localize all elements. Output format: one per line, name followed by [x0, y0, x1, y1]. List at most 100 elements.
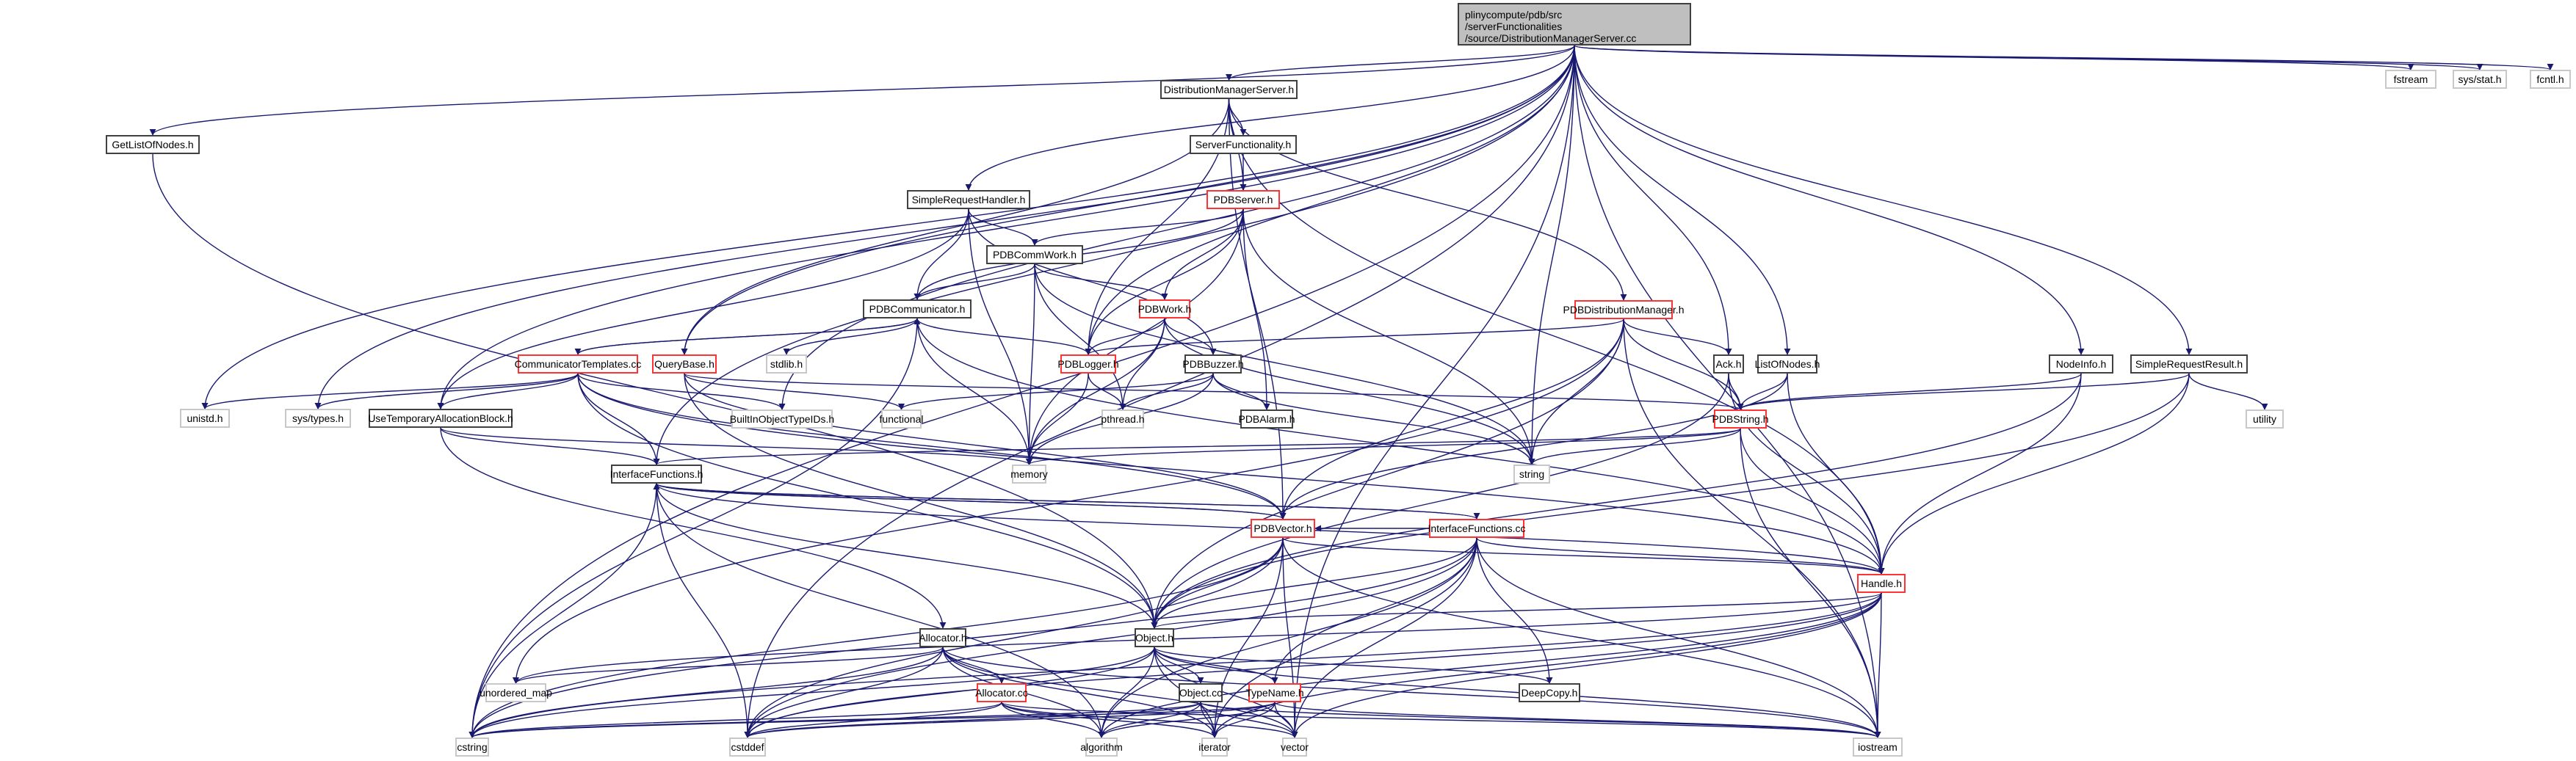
- edge-pdbcommwork-h-to-string: [1034, 263, 1535, 465]
- graph-node-pdblogger-h[interactable]: PDBLogger.h: [1057, 354, 1119, 374]
- graph-node-usetemporaryallocationblock-h[interactable]: UseTemporaryAllocationBlock.h: [368, 409, 513, 428]
- graph-node-unordered-map: unordered_map: [480, 683, 552, 702]
- edge-root-to-distributionmanagerserver-h: [1226, 45, 1575, 81]
- edge-allocator-cc-to-iterator: [1001, 702, 1218, 738]
- edge-interfacefunctions-h-to-algorithm: [656, 483, 1105, 738]
- graph-node-serverfunctionality-h[interactable]: ServerFunctionality.h: [1190, 135, 1297, 154]
- graph-node-pdbcommwork-h[interactable]: PDBCommWork.h: [986, 245, 1083, 264]
- graph-node-pdbcommunicator-h[interactable]: PDBCommunicator.h: [863, 299, 972, 318]
- edge-interfacefunctions-cc-to-iterator: [1211, 537, 1477, 738]
- edge-usetemporaryallocationblock-h-to-memory: [440, 427, 1032, 465]
- graph-node-deepcopy-h[interactable]: DeepCopy.h: [1519, 683, 1580, 702]
- edge-pdbbuzzer-h-to-string: [1212, 373, 1535, 465]
- graph-node-object-h[interactable]: Object.h: [1135, 628, 1174, 647]
- edge-pdbserver-h-to-memory: [1026, 208, 1244, 465]
- graph-node-string: string: [1513, 465, 1550, 484]
- edge-communicatortemplates-cc-to-usetemporaryallocationblock-h: [437, 373, 579, 409]
- edge-querybase-h-to-pdbstring-h: [684, 373, 1744, 410]
- edge-allocator-cc-to-iostream: [1001, 702, 1881, 738]
- edge-querybase-h-to-functional: [684, 373, 905, 410]
- edge-typename-h-to-algorithm: [1098, 702, 1276, 738]
- graph-node-allocator-cc[interactable]: Allocator.cc: [975, 683, 1028, 702]
- graph-node-pdbdistributionmanager-h[interactable]: PDBDistributionManager.h: [1563, 300, 1685, 319]
- edge-root-to-string: [1528, 45, 1575, 465]
- graph-node-pdbserver-h[interactable]: PDBServer.h: [1206, 190, 1280, 209]
- edge-root-to-simplerequestresult-h: [1574, 45, 2193, 355]
- edge-communicatortemplates-cc-to-builtinobjecttypeids-h: [577, 373, 786, 410]
- graph-node-querybase-h[interactable]: QueryBase.h: [652, 354, 717, 374]
- edge-pdbcommwork-h-to-pdbwork-h: [1034, 263, 1168, 300]
- edge-root-to-iostream: [1574, 45, 1881, 738]
- edge-typename-h-to-cstring: [468, 702, 1276, 738]
- edge-querybase-h-to-pdbvector-h: [684, 373, 1287, 520]
- edge-interfacefunctions-cc-to-object-h: [1151, 537, 1477, 629]
- edge-object-h-to-deepcopy-h: [1154, 647, 1553, 684]
- edge-root-to-fcntl-h: [1574, 45, 2553, 70]
- edge-root-to-pdblogger-h: [1085, 45, 1575, 355]
- edge-simplerequestresult-h-to-utility: [2188, 373, 2268, 410]
- graph-node-distributionmanagerserver-h[interactable]: DistributionManagerServer.h: [1160, 80, 1298, 99]
- graph-node-root[interactable]: plinycompute/pdb/src /serverFunctionalit…: [1458, 3, 1691, 45]
- edge-root-to-getlistofnodes-h: [149, 45, 1575, 136]
- graph-node-communicatortemplates-cc[interactable]: CommunicatorTemplates.cc: [515, 354, 641, 374]
- edge-typename-h-to-iterator: [1211, 702, 1276, 738]
- edge-pdbserver-h-to-pdbalarm-h: [1242, 208, 1270, 410]
- graph-node-interfacefunctions-cc[interactable]: InterfaceFunctions.cc: [1428, 519, 1526, 538]
- edge-root-to-simplerequesthandler-h: [965, 45, 1575, 191]
- graph-node-simplerequestresult-h[interactable]: SimpleRequestResult.h: [2130, 354, 2248, 374]
- edge-simplerequesthandler-h-to-pdbbuzzer-h: [968, 208, 1217, 355]
- edge-communicatortemplates-cc-to-pdbvector-h: [577, 373, 1287, 520]
- edge-communicatortemplates-cc-to-handle-h: [577, 373, 1885, 575]
- edge-pdbdistributionmanager-h-to-pdbvector-h: [1279, 318, 1624, 520]
- edge-simplerequestresult-h-to-object-h: [1151, 373, 2190, 629]
- graph-node-sys-stat-h: sys/stat.h: [2453, 70, 2507, 89]
- graph-node-pdbbuzzer-h[interactable]: PDBBuzzer.h: [1182, 354, 1244, 374]
- edge-interfacefunctions-h-to-object-h: [656, 483, 1158, 629]
- edge-pdbserver-h-to-pdbcommwork-h: [1031, 208, 1244, 246]
- edge-object-h-to-algorithm: [1098, 647, 1155, 738]
- graph-node-simplerequesthandler-h[interactable]: SimpleRequestHandler.h: [907, 190, 1030, 209]
- graph-node-getlistofnodes-h[interactable]: GetListOfNodes.h: [106, 135, 200, 154]
- edge-interfacefunctions-cc-to-handle-h: [1476, 537, 1885, 575]
- edge-querybase-h-to-object-h: [684, 373, 1158, 629]
- edge-simplerequestresult-h-to-handle-h: [1878, 373, 2190, 575]
- edge-listofnodes-h-to-pdbvector-h: [1279, 373, 1788, 520]
- edge-object-cc-to-vector: [1200, 702, 1298, 738]
- graph-node-typename-h[interactable]: TypeName.h: [1245, 683, 1304, 702]
- edge-pdbvector-h-to-object-h: [1151, 537, 1284, 629]
- graph-node-nodeinfo-h[interactable]: NodeInfo.h: [2049, 354, 2113, 374]
- edge-distributionmanagerserver-h-to-serverfunctionality-h: [1228, 98, 1247, 136]
- edge-pdbvector-h-to-interfacefunctions-h: [653, 483, 1284, 520]
- edge-pdbcommunicator-h-to-stdlib-h: [783, 318, 918, 355]
- edge-interfacefunctions-h-to-cstring: [468, 483, 657, 738]
- edge-root-to-interfacefunctions-h: [653, 45, 1575, 465]
- graph-node-pdbvector-h[interactable]: PDBVector.h: [1251, 519, 1315, 538]
- graph-node-object-cc[interactable]: Object.cc: [1179, 683, 1223, 702]
- edge-pdbstring-h-to-string: [1528, 428, 1741, 465]
- edge-nodeinfo-h-to-handle-h: [1878, 373, 2082, 575]
- edge-pdbdistributionmanager-h-to-string: [1528, 318, 1624, 465]
- edge-object-h-to-vector: [1154, 647, 1298, 738]
- graph-node-pdbwork-h[interactable]: PDBWork.h: [1138, 299, 1191, 318]
- graph-node-iostream: iostream: [1853, 738, 1903, 757]
- edge-object-cc-to-iostream: [1200, 702, 1881, 738]
- edge-root-to-cstddef: [744, 45, 1575, 738]
- graph-node-listofnodes-h[interactable]: ListOfNodes.h: [1755, 354, 1820, 374]
- edge-pdbcommunicator-h-to-memory: [916, 318, 1032, 465]
- graph-node-ack-h[interactable]: Ack.h: [1713, 354, 1744, 374]
- edge-root-to-vector: [1291, 45, 1575, 738]
- edge-allocator-h-to-unordered-map: [513, 647, 944, 684]
- edge-typename-h-to-iostream: [1274, 702, 1881, 738]
- edge-allocator-cc-to-vector: [1001, 702, 1298, 738]
- edge-allocator-cc-to-algorithm: [1001, 702, 1105, 738]
- graph-node-allocator-h[interactable]: Allocator.h: [919, 628, 967, 647]
- edge-communicatortemplates-cc-to-object-h: [577, 373, 1158, 629]
- graph-node-interfacefunctions-h[interactable]: InterfaceFunctions.h: [610, 465, 703, 484]
- graph-node-pdbalarm-h[interactable]: PDBAlarm.h: [1238, 409, 1295, 429]
- graph-node-handle-h[interactable]: Handle.h: [1857, 574, 1906, 593]
- graph-node-pdbstring-h[interactable]: PDBString.h: [1712, 409, 1769, 429]
- graph-node-algorithm: algorithm: [1080, 738, 1123, 757]
- edge-interfacefunctions-cc-to-iostream: [1476, 537, 1881, 738]
- edge-allocator-h-to-cstring: [468, 647, 944, 738]
- edge-pdbstring-h-to-interfacefunctions-h: [653, 428, 1741, 465]
